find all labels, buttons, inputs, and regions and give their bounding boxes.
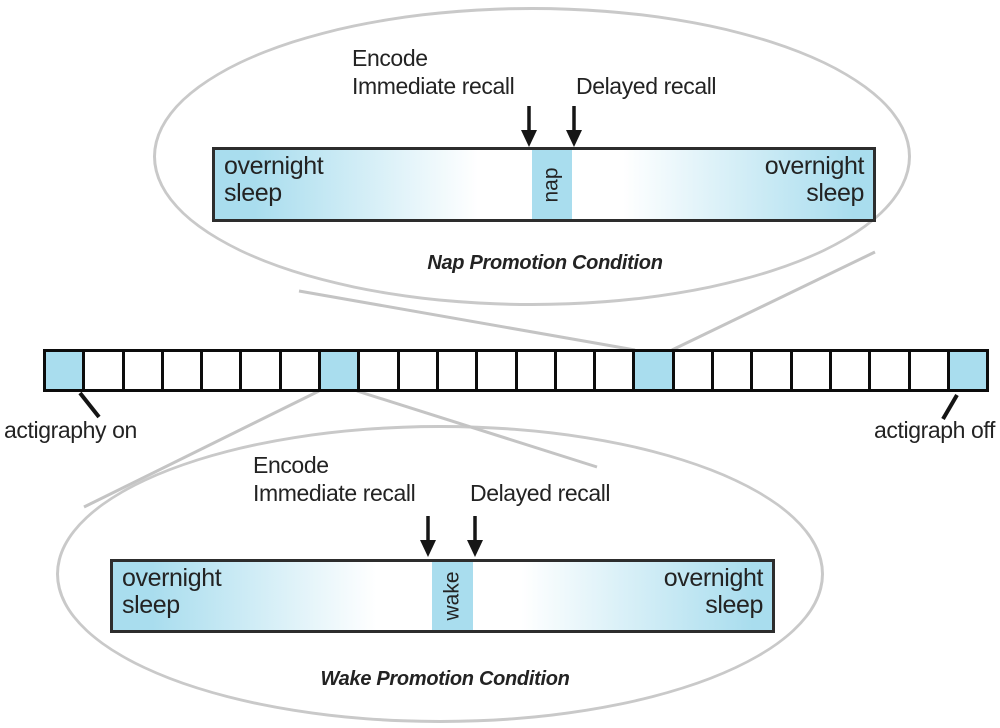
nap-delayed-recall-note: Delayed recall [576,73,717,99]
nap-left-label-line2: sleep [224,179,282,207]
nap-segment-label: nap [539,166,563,203]
wake-day-bar: overnight sleep wake overnight sleep [110,559,775,633]
timeline-day-box [82,349,125,392]
timeline-day-box [750,349,793,392]
timeline-day-box-highlighted [318,349,361,392]
wake-segment-label: wake [440,571,464,621]
wake-overnight-sleep-right-label: overnight sleep [663,564,764,619]
wake-overnight-sleep-left-label: overnight sleep [122,564,222,619]
timeline-day-box [357,349,400,392]
wake-left-label-line1: overnight [122,564,222,592]
timeline-day-box [828,349,872,392]
timeline-day-box [396,349,439,392]
wake-delayed-recall-note: Delayed recall [470,480,611,506]
wake-left-label-line2: sleep [122,591,180,619]
wake-condition-caption: Wake Promotion Condition [320,668,570,690]
timeline-day-box-highlighted [632,349,675,392]
nap-condition-caption: Nap Promotion Condition [427,252,663,274]
actigraphy-on-tick [78,391,101,419]
timeline-row [43,349,990,392]
wake-encode-line2: Immediate recall [253,479,416,506]
timeline-day-box [553,349,597,392]
timeline-day-box [239,349,282,392]
timeline-day-box [711,349,754,392]
timeline-day-box [593,349,636,392]
timeline-day-box [789,349,832,392]
timeline-day-box [907,349,950,392]
nap-encode-note: Encode Immediate recall [352,45,515,100]
actigraphy-on-label: actigraphy on [4,417,137,443]
timeline-day-box-highlighted [946,349,990,392]
timeline-day-box [671,349,715,392]
timeline-day-box [475,349,518,392]
timeline-day-box [868,349,911,392]
nap-overnight-sleep-right-label: overnight sleep [764,152,865,207]
actigraph-off-label: actigraph off [874,417,995,443]
timeline-day-box [121,349,164,392]
actigraph-off-tick [941,393,959,421]
nap-right-label-line2: sleep [806,179,864,207]
timeline-day-box [435,349,479,392]
timeline-day-box [278,349,322,392]
nap-encode-line1: Encode [352,45,428,71]
timeline-day-box [200,349,243,392]
nap-right-label-line1: overnight [764,152,865,180]
wake-segment: wake [432,562,473,630]
wake-encode-line1: Encode [253,452,329,478]
wake-right-label-line1: overnight [663,564,764,592]
wake-right-label-line2: sleep [705,591,763,619]
wake-encode-note: Encode Immediate recall [253,452,416,507]
timeline-day-box [514,349,557,392]
nap-day-bar: overnight sleep nap overnight sleep [212,147,876,222]
nap-segment: nap [532,150,572,219]
nap-encode-line2: Immediate recall [352,72,515,99]
timeline-day-box-highlighted [43,349,86,392]
timeline-day-box [160,349,204,392]
nap-overnight-sleep-left-label: overnight sleep [224,152,324,207]
nap-left-label-line1: overnight [224,152,324,180]
